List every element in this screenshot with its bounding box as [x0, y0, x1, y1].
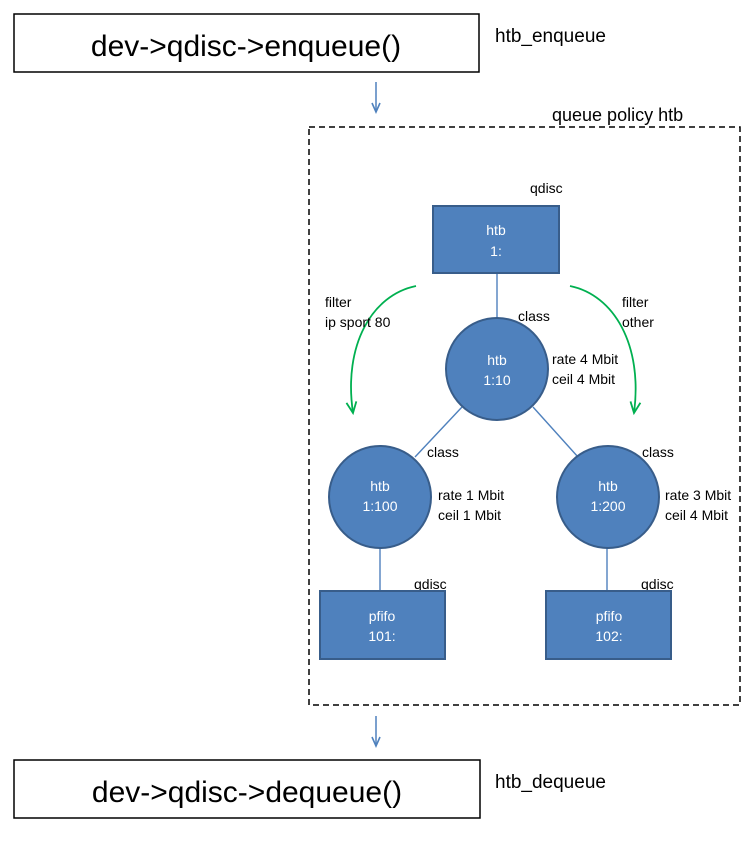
- right-class-rate: rate 3 Mbit: [665, 487, 731, 503]
- parent-class-kind: class: [518, 308, 550, 324]
- filter-right-line2: other: [622, 314, 654, 330]
- left-leaf-name: pfifo: [369, 608, 396, 624]
- left-class-ceil: ceil 1 Mbit: [438, 507, 501, 523]
- parent-class-rate: rate 4 Mbit: [552, 351, 618, 367]
- queue-policy-label: queue policy htb: [552, 105, 683, 125]
- tree-edges: [379, 273, 608, 591]
- enqueue-box: dev->qdisc->enqueue(): [13, 13, 480, 73]
- htb-dequeue-label: htb_dequeue: [495, 772, 606, 793]
- parent-class-ceil: ceil 4 Mbit: [552, 371, 615, 387]
- right-class-node: htb 1:200: [556, 445, 660, 549]
- left-class-rate: rate 1 Mbit: [438, 487, 504, 503]
- left-class-name: htb: [370, 478, 390, 494]
- htb-enqueue-label: htb_enqueue: [495, 26, 606, 47]
- left-class-node: htb 1:100: [328, 445, 432, 549]
- left-class-handle: 1:100: [362, 498, 397, 514]
- edge-class-left: [414, 406, 463, 458]
- queue-policy-frame: [308, 126, 741, 706]
- enqueue-label: dev->qdisc->enqueue(): [91, 30, 401, 63]
- root-qdisc-node: htb 1:: [432, 205, 560, 274]
- left-leaf-qdisc-node: pfifo 101:: [319, 590, 446, 660]
- parent-class-handle: 1:10: [483, 372, 510, 388]
- filter-right-line1: filter: [622, 294, 649, 310]
- right-class-ceil: ceil 4 Mbit: [665, 507, 728, 523]
- parent-class-name: htb: [487, 352, 507, 368]
- edge-class-right: [532, 406, 579, 458]
- filter-left-line2: ip sport 80: [325, 314, 391, 330]
- right-leaf-handle: 102:: [595, 628, 622, 644]
- dequeue-label: dev->qdisc->dequeue(): [92, 776, 402, 809]
- root-qdisc-name: htb: [486, 222, 506, 238]
- right-class-name: htb: [598, 478, 618, 494]
- parent-class-node: htb 1:10: [445, 317, 549, 421]
- root-qdisc-handle: 1:: [490, 243, 502, 259]
- filter-left-line1: filter: [325, 294, 352, 310]
- right-class-handle: 1:200: [590, 498, 625, 514]
- left-leaf-kind: qdisc: [414, 576, 447, 592]
- dequeue-box: dev->qdisc->dequeue(): [13, 759, 481, 819]
- left-leaf-handle: 101:: [368, 628, 395, 644]
- right-leaf-kind: qdisc: [641, 576, 674, 592]
- left-class-kind: class: [427, 444, 459, 460]
- right-class-kind: class: [642, 444, 674, 460]
- right-leaf-qdisc-node: pfifo 102:: [545, 590, 672, 660]
- filter-left-arrow: [351, 285, 417, 413]
- filter-right-arrow: [569, 285, 636, 413]
- root-qdisc-kind: qdisc: [530, 180, 563, 196]
- right-leaf-name: pfifo: [596, 608, 623, 624]
